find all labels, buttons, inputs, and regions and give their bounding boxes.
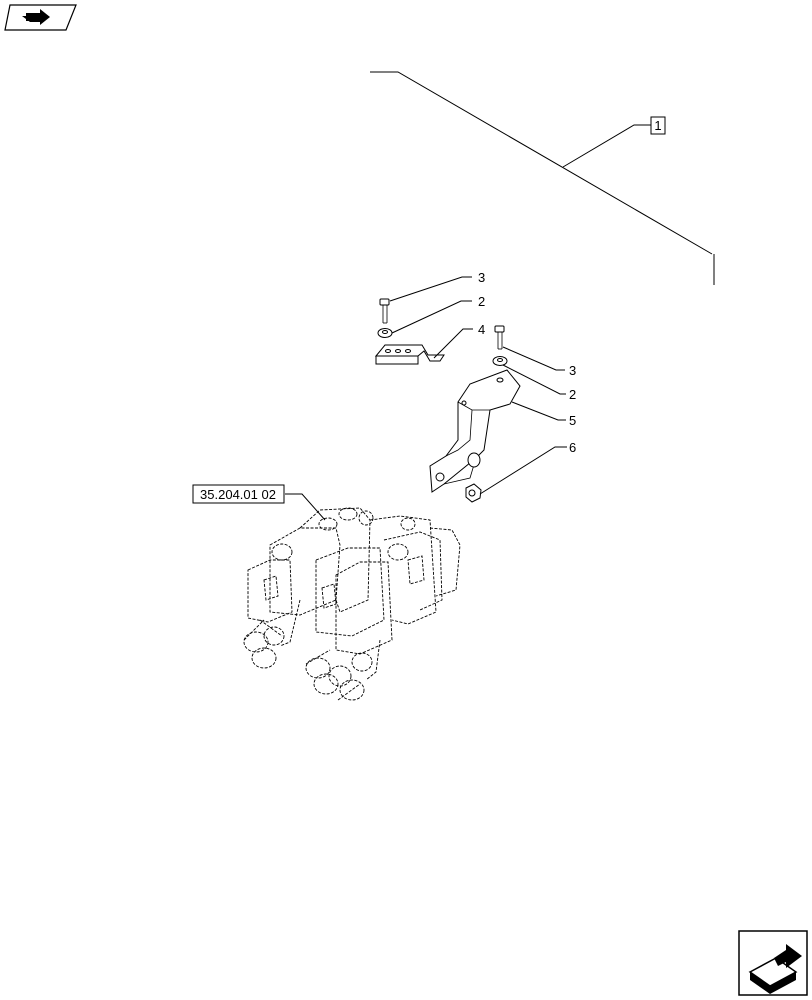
callout-1[interactable]: 1 bbox=[650, 116, 666, 135]
bolt-part-right[interactable] bbox=[494, 325, 505, 350]
callout-4[interactable]: 4 bbox=[478, 322, 485, 337]
callout-2-right[interactable]: 2 bbox=[569, 387, 576, 402]
arrow-prev-page-icon bbox=[22, 9, 50, 25]
prev-page-button[interactable] bbox=[4, 4, 77, 31]
callout-3-top[interactable]: 3 bbox=[478, 270, 485, 285]
svg-text:1: 1 bbox=[654, 118, 661, 133]
callout-2-top[interactable]: 2 bbox=[478, 294, 485, 309]
callout-5[interactable]: 5 bbox=[569, 413, 576, 428]
bolt-part[interactable] bbox=[379, 298, 390, 324]
washer-part-right[interactable] bbox=[492, 356, 508, 366]
arrow-next-page-icon bbox=[748, 944, 802, 994]
washer-part[interactable] bbox=[377, 328, 393, 338]
nut-part[interactable] bbox=[465, 483, 482, 503]
callout-3-right[interactable]: 3 bbox=[569, 363, 576, 378]
callout-6[interactable]: 6 bbox=[569, 440, 576, 455]
bracket-part[interactable] bbox=[429, 369, 521, 493]
svg-text:35.204.01 02: 35.204.01 02 bbox=[200, 487, 276, 502]
plate-part[interactable] bbox=[374, 344, 445, 365]
cross-reference-box[interactable]: 35.204.01 02 bbox=[192, 484, 285, 504]
assembly-leader bbox=[370, 71, 715, 285]
leader-lines bbox=[285, 276, 567, 521]
control-valve-assembly bbox=[243, 507, 461, 701]
next-page-button[interactable] bbox=[738, 930, 808, 996]
